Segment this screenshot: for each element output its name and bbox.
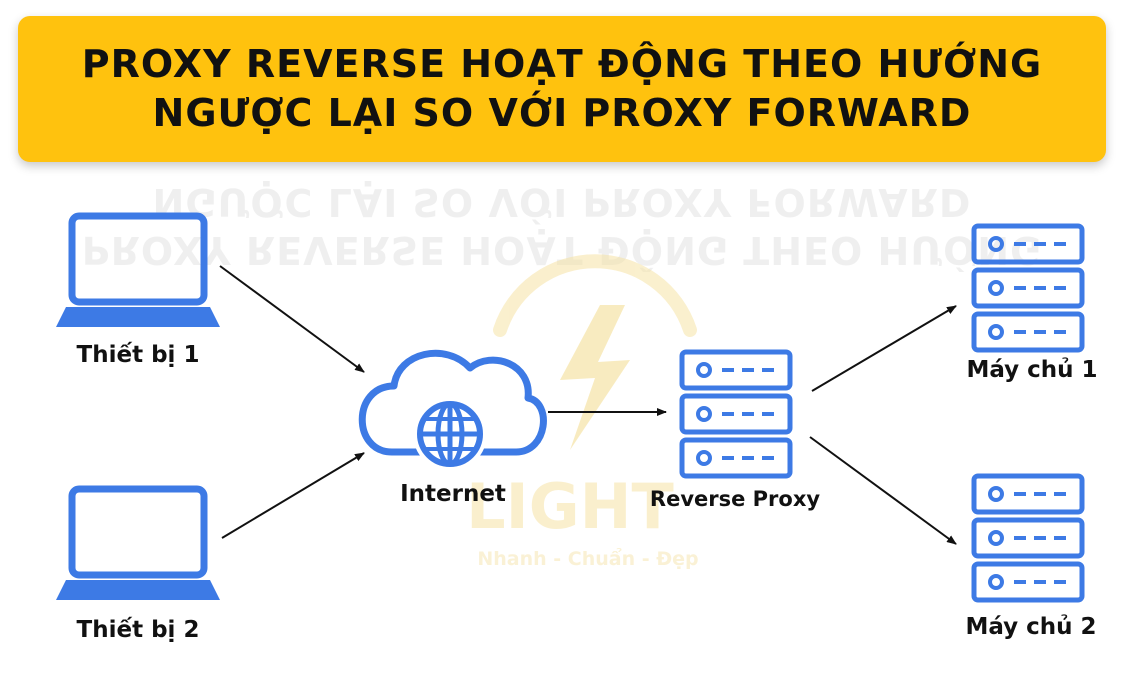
device-2-label: Thiết bị 2 (76, 617, 200, 643)
reverse-proxy-label: Reverse Proxy (649, 487, 821, 511)
laptop-icon (56, 212, 220, 327)
title-banner: PROXY REVERSE HOẠT ĐỘNG THEO HƯỚNG NGƯỢC… (18, 16, 1106, 162)
title-line-1: PROXY REVERSE HOẠT ĐỘNG THEO HƯỚNG (81, 41, 1043, 86)
watermark-tagline: Nhanh - Chuẩn - Đẹp (477, 547, 698, 570)
arrow-proxy-to-server2 (809, 436, 957, 545)
arrow-device1-to-internet (219, 265, 365, 373)
watermark-brand: LIGHT (466, 470, 674, 543)
internet-label: Internet (400, 481, 506, 507)
cloud-globe-icon (358, 349, 547, 471)
server-2-label: Máy chủ 2 (965, 614, 1097, 640)
arrow-proxy-to-server1 (811, 305, 957, 392)
arrow-device2-to-internet (221, 452, 365, 539)
light-watermark: LIGHT Nhanh - Chuẩn - Đẹp (466, 254, 699, 570)
device-1-label: Thiết bị 1 (76, 342, 200, 368)
server-2-icon (971, 473, 1085, 603)
server-1-icon (971, 223, 1085, 353)
server-1-label: Máy chủ 1 (966, 357, 1098, 383)
title-line-2: NGƯỢC LẠI SO VỚI PROXY FORWARD (152, 91, 972, 135)
reverse-proxy-server-icon (679, 349, 793, 479)
laptop-icon (56, 485, 220, 600)
